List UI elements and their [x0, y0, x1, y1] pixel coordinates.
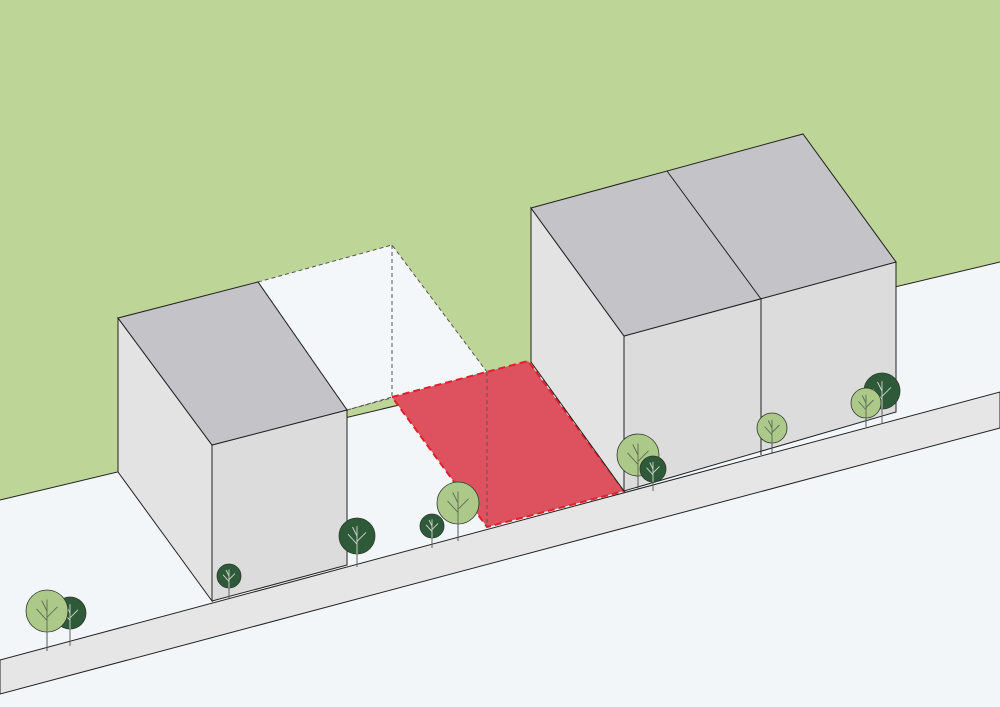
trees — [25, 372, 901, 651]
tree-icon — [25, 589, 69, 651]
empty-plot-edge — [346, 396, 393, 411]
sidewalk — [0, 391, 1000, 695]
tree-icon — [756, 412, 788, 454]
tree-trunk — [447, 491, 469, 541]
tree-icon — [850, 387, 882, 427]
tree-icon — [639, 455, 667, 491]
tree-trunk — [627, 443, 649, 489]
tree-icon — [419, 513, 445, 548]
tree-trunk — [764, 419, 780, 454]
tree-icon — [436, 481, 480, 541]
tree-icon — [216, 563, 242, 598]
tree-icon — [338, 517, 376, 567]
building-right — [530, 133, 897, 493]
tree-trunk — [646, 461, 660, 491]
tree-trunk — [858, 394, 874, 427]
building-right-roof-divider — [666, 170, 762, 300]
tree-trunk — [222, 569, 236, 598]
tree-trunk — [425, 519, 439, 548]
tree-trunk — [36, 599, 58, 651]
tree-trunk — [347, 526, 367, 567]
building-left — [117, 281, 348, 603]
building-left-roof — [117, 281, 348, 446]
